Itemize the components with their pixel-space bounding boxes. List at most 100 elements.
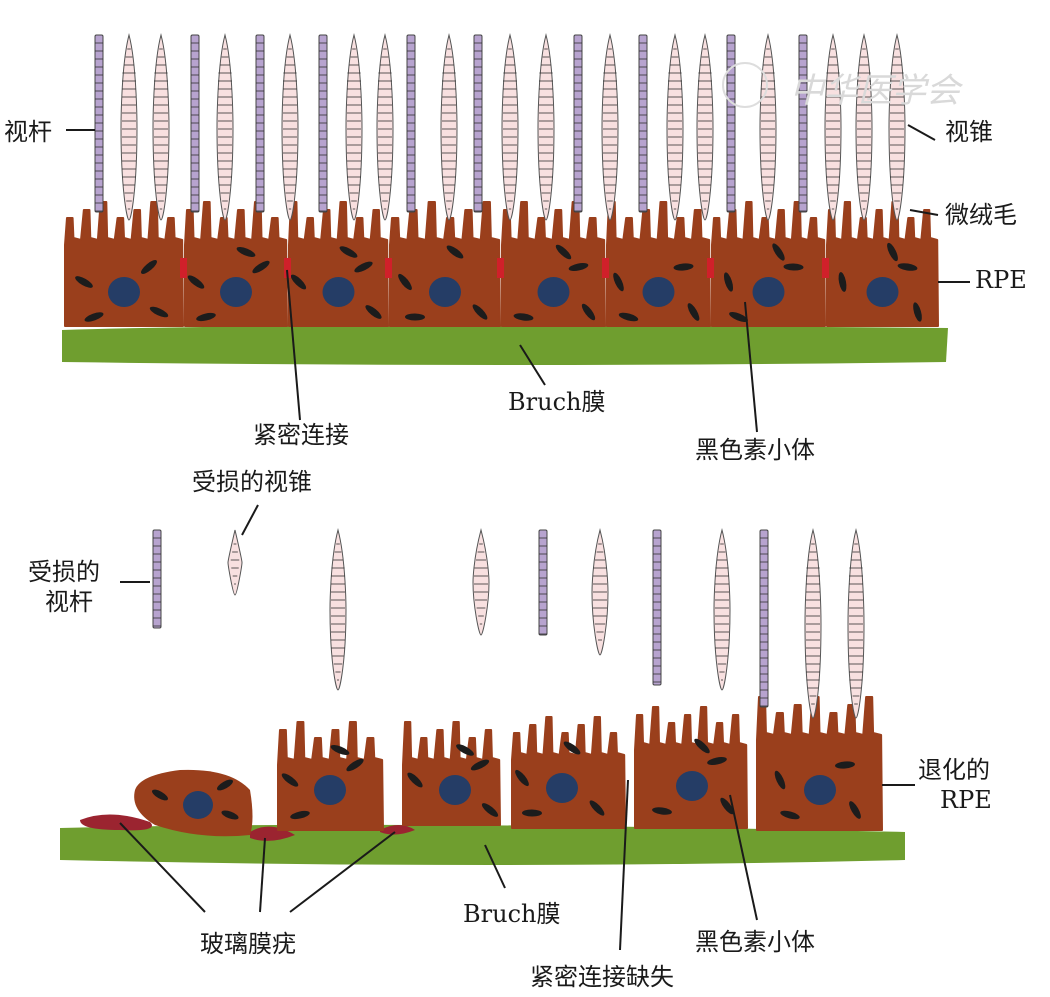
nucleus [804,775,836,805]
cone-body [591,528,609,656]
rod-body [759,529,769,708]
cone-body [152,33,170,221]
nucleus [752,277,785,307]
rod [538,529,548,636]
rod [94,34,104,213]
melanosome [405,313,425,321]
bruch-membrane-top [62,325,948,365]
rpe-cell-body [389,201,501,327]
melanosome [252,260,270,274]
cone-body [855,33,873,221]
cone-body [537,33,555,221]
melanosome [217,779,233,791]
rod [406,34,416,213]
rpe-cell [288,201,389,327]
melanosome [887,242,898,262]
rod [573,34,583,213]
label-microvilli: 微绒毛 [945,201,1017,229]
melanosome [589,800,605,816]
rpe-cell [756,696,883,831]
rod [473,34,483,213]
leader-bruch-bottom [484,844,506,889]
leader-drusen-2 [259,837,266,913]
rod-body [94,34,104,213]
rod [798,34,808,213]
tight-junction [284,258,291,278]
cone [888,33,906,221]
rpe-cell-body [606,201,711,327]
rod-body [798,34,808,213]
cone [376,33,394,221]
cone [847,528,865,719]
nucleus [537,277,570,307]
rpe-cell-body [826,201,939,327]
label-bruch-top: Bruch膜 [508,388,605,416]
cone-body [440,33,458,221]
cone-body [713,528,731,691]
cone-body [601,33,619,221]
cone [759,33,777,221]
melanosome [687,303,700,321]
rpe-cell [634,706,748,829]
melanosome [707,756,727,766]
melanosome [513,313,534,321]
cone [216,33,234,221]
cone [591,528,609,656]
rod-body [190,34,200,213]
tight-junction [180,258,187,278]
rpe-cell [606,201,711,327]
melanosome [141,260,157,274]
melanosome [652,807,672,815]
rpe-cell [501,201,606,327]
cone-body [666,33,684,221]
melanosome [472,304,488,320]
melanosome [196,312,216,322]
drusen [80,814,152,831]
melanosome [281,773,299,787]
melanosome [339,246,358,258]
label-melanosome-top: 黑色素小体 [695,436,815,464]
melanosome [481,803,499,817]
rpe-cell-body [402,721,501,826]
cone [601,33,619,221]
rod-body [255,34,265,213]
melanosome [515,769,529,787]
cone-body [227,529,243,596]
melanosome [290,274,307,290]
rpe-cell [389,201,501,327]
rpe-cell-body [288,201,389,327]
melanosome [618,312,639,322]
rpe-cell [511,716,626,829]
nucleus [546,773,578,803]
watermark: 中华医学会 [790,71,964,111]
rpe-cell-body [711,201,826,327]
melanosome [365,305,382,319]
label-degenerated-rpe-line2: RPE [940,786,992,814]
cone-body [696,33,714,221]
nucleus [429,277,461,307]
rod-body [652,529,662,686]
melanosome [897,263,918,271]
watermark-seal-icon [722,62,768,108]
leader-drusen-1 [119,822,206,913]
rod-body [638,34,648,213]
cone [666,33,684,221]
melanosome [729,312,748,322]
melanosome [398,273,412,291]
cone [537,33,555,221]
melanosome [446,245,464,259]
rpe-cell [711,201,826,327]
label-melanosome-bottom: 黑色素小体 [695,928,815,956]
cone [152,33,170,221]
melanosome [407,772,423,788]
rpe-cell-body [501,201,606,327]
nucleus [322,277,355,307]
rod-body [726,34,736,213]
melanosome [152,789,168,801]
melanosome [780,810,800,820]
melanosome [694,738,710,754]
melanosome [720,797,734,815]
rod-body [152,529,162,629]
label-tight-junction: 紧密连接 [253,421,349,449]
